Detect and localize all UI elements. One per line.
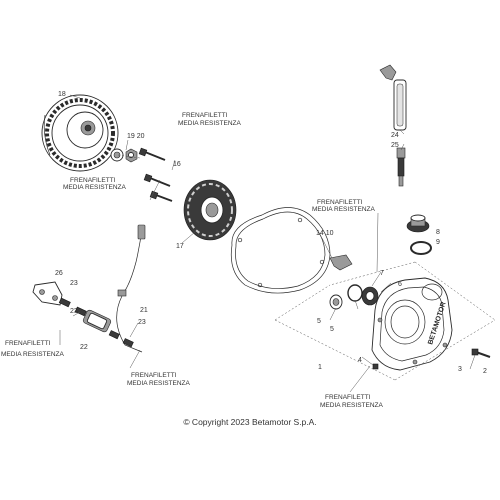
callout-22: 22: [80, 344, 88, 351]
seal-rings: [329, 284, 379, 310]
note-2-line-2: MEDIA RESISTENZA: [63, 184, 127, 191]
note-2-line-1: FRENAFILETTI: [70, 177, 116, 184]
spark-plug: [396, 147, 406, 187]
callout-1: 1: [318, 364, 322, 371]
cover-gasket: [230, 207, 331, 294]
callout-4: 4: [358, 357, 362, 364]
note-4-line-1: FRENAFILETTI: [5, 340, 51, 347]
note-3-line-1: FRENAFILETTI: [317, 199, 363, 206]
stator-bolts: [138, 147, 173, 202]
stator: [183, 179, 237, 241]
callout-9: 9: [436, 239, 440, 246]
copyright-notice: © Copyright 2023 Betamotor S.p.A.: [183, 417, 317, 427]
callout-17: 17: [176, 243, 184, 250]
note-4-line-2: MEDIA RESISTENZA: [1, 351, 65, 358]
pickup-sensor-cable: [116, 224, 146, 353]
callout-25: 25: [391, 142, 399, 149]
note-5-line-1: FRENAFILETTI: [131, 372, 177, 379]
callout-23a: 23: [70, 280, 78, 287]
callout-21: 21: [140, 307, 148, 314]
filler-o-ring: [410, 241, 432, 255]
callout-14-10: 14 10: [316, 230, 334, 237]
callout-7: 7: [380, 270, 384, 277]
note-1-line-2: MEDIA RESISTENZA: [178, 120, 242, 127]
sensor-bracket: [32, 281, 87, 317]
callout-3: 3: [458, 366, 462, 373]
note-1-line-1: FRENAFILETTI: [182, 112, 228, 119]
note-3-line-2: MEDIA RESISTENZA: [312, 206, 376, 213]
note-6-line-1: FRENAFILETTI: [325, 394, 371, 401]
callout-5b: 5: [330, 326, 334, 333]
threadlocker-notes: FRENAFILETTI MEDIA RESISTENZA FRENAFILET…: [1, 112, 384, 409]
callout-23c: 23: [138, 319, 146, 326]
ignition-cover: [371, 277, 453, 371]
filler-plug: [406, 214, 430, 233]
callout-2: 2: [483, 368, 487, 375]
note-6-line-2: MEDIA RESISTENZA: [320, 402, 384, 409]
leader-lines: [117, 154, 496, 381]
callout-16: 16: [173, 161, 181, 168]
cover-bolts: [372, 348, 491, 370]
note-5-line-2: MEDIA RESISTENZA: [127, 380, 191, 387]
callout-6: 6: [398, 281, 402, 288]
callout-24: 24: [391, 132, 399, 139]
callout-26: 26: [55, 270, 63, 277]
spark-plug-cap: [379, 64, 407, 131]
callout-8: 8: [436, 229, 440, 236]
callout-labels: 18 19 20 16 17 24 25 14 10 8 9 7 6 5 5 1…: [55, 91, 487, 375]
part-pointers: [59, 94, 476, 393]
callout-23b: 23: [70, 308, 78, 315]
flywheel-rotor: [41, 94, 119, 172]
rotor-nut-washer: [110, 148, 138, 163]
callout-5a: 5: [317, 318, 321, 325]
cable-clip: [329, 254, 353, 271]
callout-19-20: 19 20: [127, 133, 145, 140]
callout-18: 18: [58, 91, 66, 98]
pickup-coil: [82, 309, 134, 348]
